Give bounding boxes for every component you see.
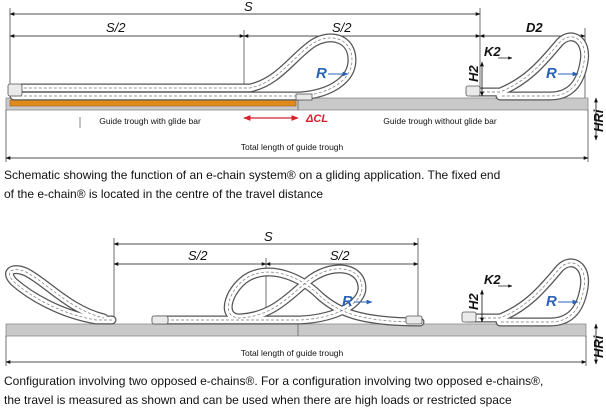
half-right-label: S/2 <box>332 20 352 35</box>
caption-1-line-2: of the e-chain® is located in the centre… <box>4 187 324 201</box>
radius-label-left: R <box>342 293 353 310</box>
diagram-2: S S/2 S/2 R <box>5 229 606 366</box>
e-chain-opposed-center <box>151 264 425 327</box>
delta-cl-label: ΔCL <box>305 113 328 125</box>
caption-2-line-1: Configuration involving two opposed e-ch… <box>4 374 544 388</box>
chain-end-bracket <box>461 311 477 323</box>
half-right-label: S/2 <box>330 248 350 263</box>
s-label: S <box>264 229 273 244</box>
caption-2-line-2: the travel is measured as shown and can … <box>4 393 512 407</box>
caption-2: Configuration involving two opposed e-ch… <box>4 372 602 410</box>
diagram-1: S S/2 S/2 D2 R ΔCL Guide trou <box>5 0 606 162</box>
chain-end-bracket <box>151 315 169 325</box>
radius-label-right: R <box>546 293 557 310</box>
total-length-label: Total length of guide trough <box>241 348 344 358</box>
k2-label: K2 <box>484 272 501 287</box>
h2-label: H2 <box>466 293 481 310</box>
hri-label: HRi <box>591 335 606 358</box>
hri-label: HRi <box>591 109 606 132</box>
radius-label-right: R <box>546 65 557 82</box>
radius-label-left: R <box>316 65 327 82</box>
e-chain-opposed-left <box>5 265 117 325</box>
half-left-label: S/2 <box>106 20 126 35</box>
chain-end-bracket <box>7 83 23 97</box>
h2-label: H2 <box>466 65 481 82</box>
glide-bar <box>9 99 297 107</box>
chain-end-bracket <box>405 315 423 325</box>
trough-without-bar-label: Guide trough without glide bar <box>383 116 497 126</box>
e-chain-left <box>7 33 357 101</box>
k2-label: K2 <box>484 44 501 59</box>
caption-1-line-1: Schematic showing the function of an e-c… <box>4 168 501 182</box>
half-left-label: S/2 <box>188 248 208 263</box>
caption-1: Schematic showing the function of an e-c… <box>4 166 602 204</box>
s-label: S <box>244 0 253 14</box>
chain-end-bracket <box>465 85 481 97</box>
total-length-label: Total length of guide trough <box>241 142 344 152</box>
d2-label: D2 <box>526 20 543 35</box>
e-chain-opposed-right <box>461 258 590 327</box>
e-chain-right <box>465 32 590 101</box>
fixed-end-bracket <box>295 93 313 101</box>
trough-with-bar-label: Guide trough with glide bar <box>99 116 201 126</box>
